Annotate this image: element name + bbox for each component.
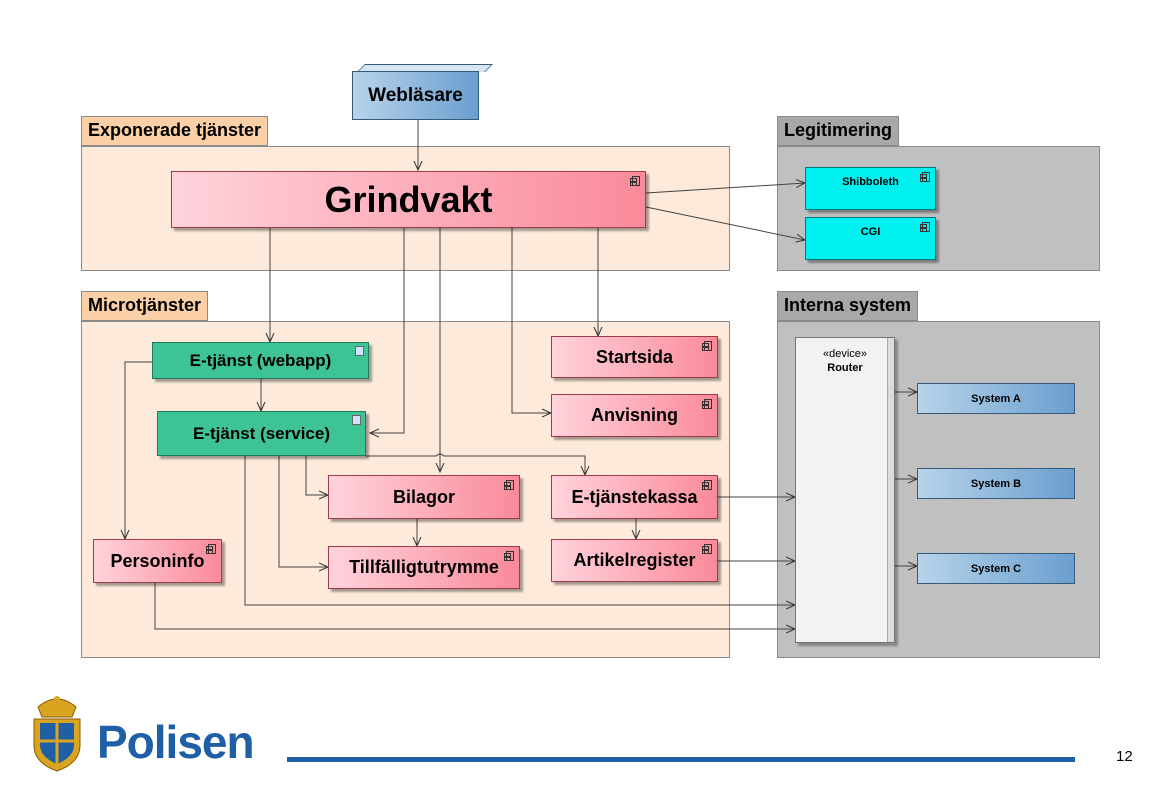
edge-gatekeeper-anvisning <box>511 228 551 413</box>
package-label-auth: Legitimering <box>784 120 893 140</box>
eservice-webapp-component: E-tjänst (webapp) <box>152 342 369 379</box>
person-info-component: Personinfo <box>93 539 222 583</box>
page-number: 12 <box>1116 748 1133 765</box>
shibboleth-label: Shibboleth <box>842 175 899 188</box>
package-label-internal: Interna system <box>784 295 912 315</box>
component-icon <box>206 544 216 554</box>
edge-service-router <box>244 456 795 605</box>
router-device: «device» Router <box>795 337 895 643</box>
component-icon <box>920 222 930 232</box>
edge-service-bilagor <box>305 456 328 495</box>
edge-service-kassa <box>366 453 585 475</box>
edge-gatekeeper-service <box>370 228 405 433</box>
temp-storage-label: Tillfälligtutrymme <box>349 557 499 577</box>
system-b-label: System B <box>970 477 1022 490</box>
edge-gatekeeper-cgi <box>645 206 805 240</box>
eservice-service-component: E-tjänst (service) <box>157 411 366 456</box>
component-icon <box>504 551 514 561</box>
component-icon <box>504 480 514 490</box>
attachments-component: Bilagor <box>328 475 520 519</box>
package-label-micro: Microtjänster <box>88 295 202 315</box>
system-b-node: System B <box>917 468 1075 499</box>
gatekeeper-label: Grindvakt <box>324 178 493 220</box>
checkout-component: E-tjänstekassa <box>551 475 718 519</box>
package-tab-micro: Microtjänster <box>81 291 209 321</box>
edge-service-tillfallig <box>278 456 328 567</box>
edge-webapp-personinfo <box>125 361 152 539</box>
component-icon <box>702 480 712 490</box>
brand-wordmark: Polisen <box>97 716 255 768</box>
artifact-icon <box>352 415 361 425</box>
guidance-label: Anvisning <box>590 405 678 425</box>
eservice-webapp-label: E-tjänst (webapp) <box>189 350 332 370</box>
startpage-label: Startsida <box>595 346 674 367</box>
package-tab-internal: Interna system <box>777 291 919 321</box>
browser-node: Webläsare <box>352 71 479 120</box>
component-icon <box>920 172 930 182</box>
router-stereotype: «device» <box>822 348 868 360</box>
cgi-component: CGI <box>805 217 936 260</box>
system-c-node: System C <box>917 553 1075 584</box>
article-registry-component: Artikelregister <box>551 539 718 582</box>
attachments-label: Bilagor <box>392 486 455 507</box>
person-info-label: Personinfo <box>110 550 205 571</box>
router-side <box>887 338 894 642</box>
shibboleth-component: Shibboleth <box>805 167 936 210</box>
system-a-label: System A <box>971 392 1021 405</box>
startpage-component: Startsida <box>551 336 718 378</box>
edge-gatekeeper-shibboleth <box>645 183 805 194</box>
component-icon <box>702 341 712 351</box>
browser-label: Webläsare <box>368 84 463 106</box>
temp-storage-component: Tillfälligtutrymme <box>328 546 520 589</box>
package-label-exposed: Exponerade tjänster <box>88 120 262 140</box>
package-tab-auth: Legitimering <box>777 116 900 146</box>
cgi-label: CGI <box>860 225 881 238</box>
router-label: Router <box>827 362 863 374</box>
system-c-label: System C <box>970 562 1022 575</box>
article-registry-label: Artikelregister <box>573 550 696 570</box>
eservice-service-label: E-tjänst (service) <box>193 423 330 443</box>
artifact-icon <box>355 346 364 356</box>
footer-divider <box>287 757 1075 762</box>
system-a-node: System A <box>917 383 1075 414</box>
checkout-label: E-tjänstekassa <box>571 486 698 507</box>
guidance-component: Anvisning <box>551 394 718 437</box>
component-icon <box>702 399 712 409</box>
component-icon <box>630 176 640 186</box>
package-tab-exposed: Exponerade tjänster <box>81 116 269 146</box>
edge-personinfo-router <box>154 583 795 629</box>
component-icon <box>702 544 712 554</box>
gatekeeper-component: Grindvakt <box>171 171 646 228</box>
police-crest-icon <box>26 693 88 775</box>
